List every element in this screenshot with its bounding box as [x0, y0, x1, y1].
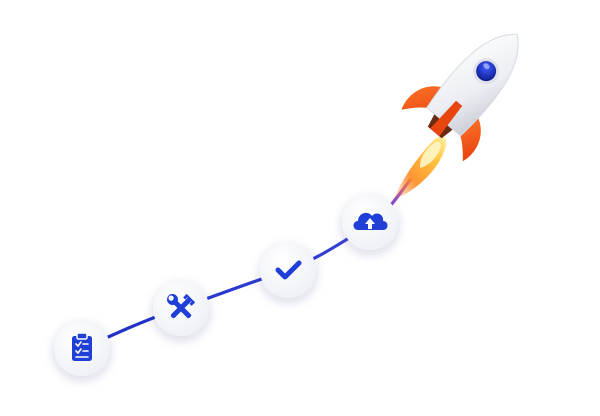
- tools-icon: [167, 293, 196, 319]
- rocket-flame: [393, 136, 447, 200]
- cloud-upload-icon: [353, 212, 388, 230]
- clipboard-checklist-icon: [72, 332, 92, 361]
- checkmark-icon: [275, 260, 302, 280]
- rocket-icon: [401, 33, 519, 162]
- step-node-3: [260, 242, 316, 298]
